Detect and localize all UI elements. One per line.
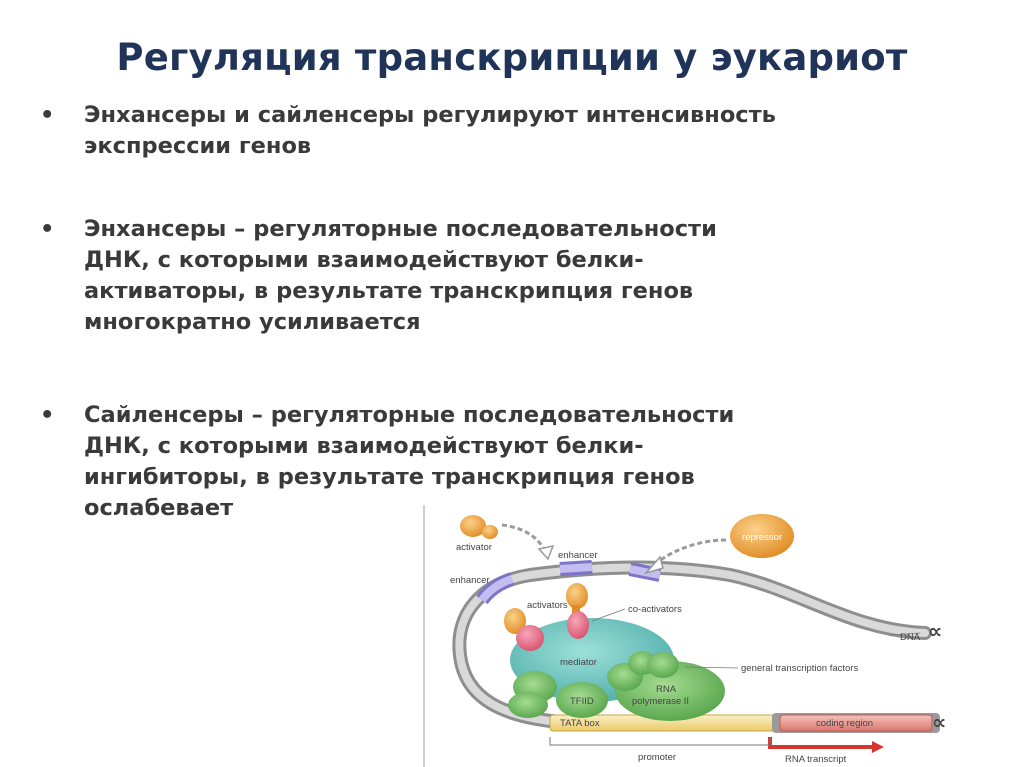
bullet-dot: • <box>40 402 55 428</box>
bullet-3-line-1: Сайленсеры – регуляторные последовательн… <box>84 402 735 428</box>
coding-region-bar <box>779 714 933 732</box>
label-activators: activators <box>527 600 568 611</box>
label-rna-transcript: RNA transcript <box>785 754 847 765</box>
bullet-3-line-3: ингибиторы, в результате транскрипция ге… <box>84 464 695 490</box>
bullet-2-line-4: многократно усиливается <box>84 309 421 335</box>
bullet-text-3: Сайленсеры – регуляторные последовательн… <box>84 400 734 524</box>
diagram-canvas: ∝ ∝ <box>423 505 946 767</box>
coactivator-top <box>567 611 589 639</box>
label-co-activators: co-activators <box>628 604 682 615</box>
tfiid-complex <box>556 682 608 718</box>
activator-stalk <box>572 605 580 615</box>
bullet-2-line-1: Энхансеры – регуляторные последовательно… <box>84 216 717 242</box>
bullet-3-line-4: ослабевает <box>84 495 234 521</box>
promoter-bracket <box>549 737 771 746</box>
bullet-text-2: Энхансеры – регуляторные последовательно… <box>84 214 717 338</box>
dna-end-symbol-top: ∝ <box>928 619 942 643</box>
general-tf-leader <box>684 666 739 669</box>
activator-arrowhead <box>537 544 555 561</box>
label-enhancer-top: enhancer <box>558 550 598 561</box>
bullet-2-line-3: активаторы, в результате транскрипция ге… <box>84 278 694 304</box>
label-repressor: repressor <box>742 532 782 543</box>
general-tf-blob-5 <box>647 652 679 678</box>
label-mediator: mediator <box>560 657 597 668</box>
bullet-1-line-1: Энхансеры и сайленсеры регулируют интенс… <box>84 102 776 128</box>
label-general-tf: general transcription factors <box>741 663 858 674</box>
repressor-protein <box>730 514 794 558</box>
dna-leader <box>889 632 921 636</box>
coactivator-left <box>516 625 544 651</box>
rna-transcript-arrow <box>768 737 875 749</box>
label-promoter: promoter <box>638 752 676 763</box>
general-tf-blob-2 <box>508 692 548 718</box>
bullet-2-line-2: ДНК, с которыми взаимодействуют белки- <box>84 247 644 273</box>
label-coding-region: coding region <box>816 718 873 729</box>
label-tata-box: TATA box <box>560 718 600 729</box>
bullet-1-line-2: экспрессии генов <box>84 133 312 159</box>
label-activator: activator <box>456 542 492 553</box>
activator-bound-left <box>504 608 526 634</box>
label-dna: DNA <box>900 632 921 643</box>
dna-end-symbol-bottom: ∝ <box>932 710 946 734</box>
free-activator-lobe <box>482 525 498 539</box>
bullet-dot: • <box>40 216 55 242</box>
coactivators-leader <box>591 608 626 622</box>
free-activator <box>460 515 486 537</box>
repressor-arrowhead <box>643 555 664 575</box>
slide-title: Регуляция транскрипции у эукариот <box>116 36 908 79</box>
activator-bound-top <box>566 583 588 609</box>
rna-transcript-arrowhead <box>872 741 884 753</box>
bullet-3-line-2: ДНК, с которыми взаимодействуют белки- <box>84 433 644 459</box>
bullet-dot: • <box>40 102 55 128</box>
label-rna-pol-line2: polymerase II <box>632 696 689 707</box>
enhancer-segment-top-fill <box>559 563 593 573</box>
label-enhancer-left: enhancer <box>450 575 490 586</box>
transcription-diagram: ∝ ∝ <box>420 505 980 767</box>
label-rna-pol-line1: RNA <box>656 684 677 695</box>
label-tfiid: TFIID <box>570 696 594 707</box>
silencer-segment-fill <box>629 565 661 579</box>
bullet-text-1: Энхансеры и сайленсеры регулируют интенс… <box>84 100 776 162</box>
enhancer-segment-left-fill <box>478 575 514 603</box>
dna-strand-highlight <box>455 563 929 726</box>
